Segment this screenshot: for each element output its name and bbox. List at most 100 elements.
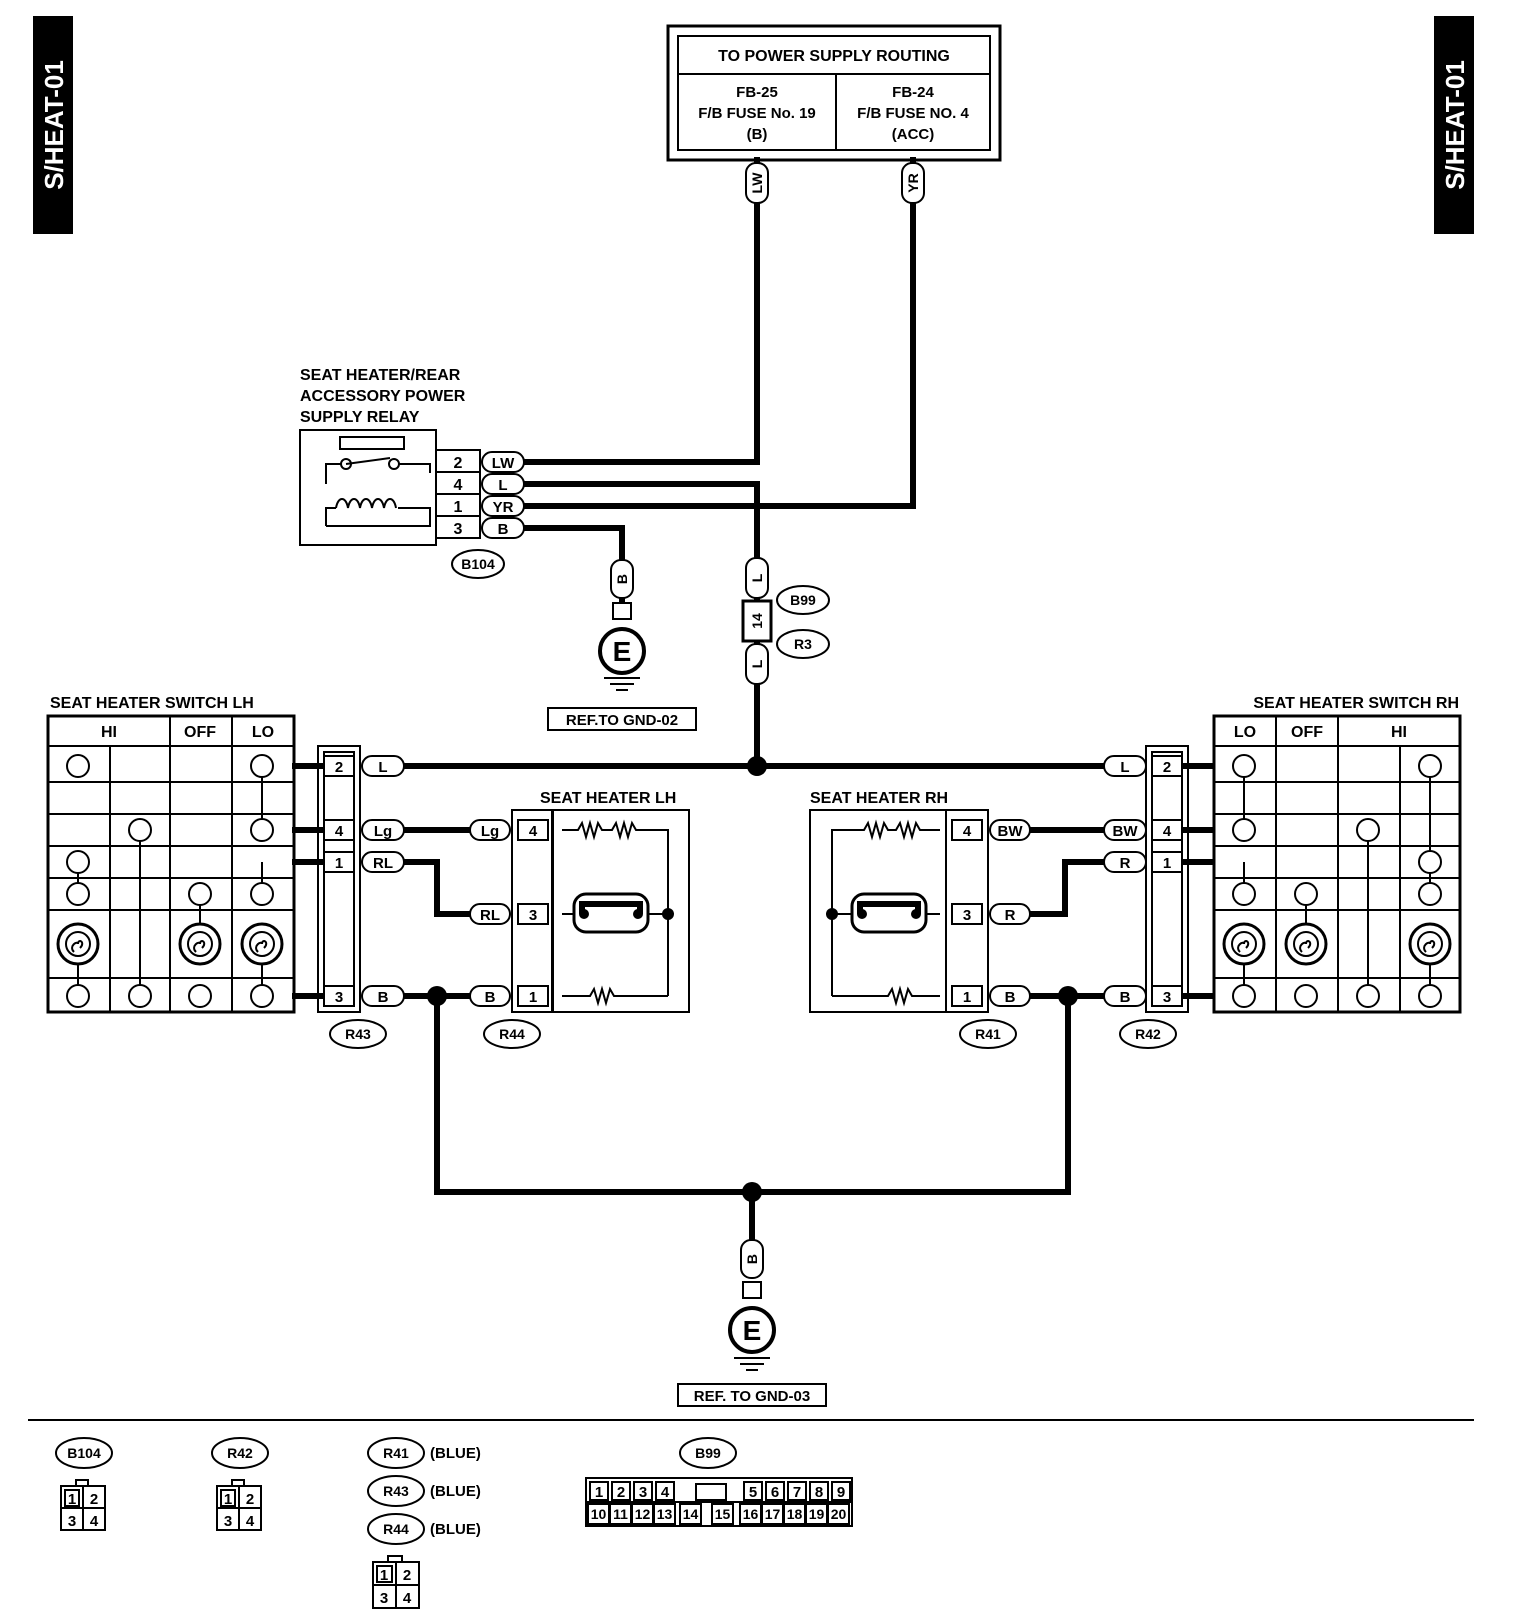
switch-lh-lamp-lo-icon xyxy=(240,922,284,966)
b99-pin-label: 8 xyxy=(815,1484,823,1501)
legend-b104: B104 1 2 3 4 xyxy=(55,1437,113,1531)
svg-text:(BLUE): (BLUE) xyxy=(430,1483,481,1500)
svg-text:B: B xyxy=(378,989,389,1006)
switch-lh-mode-lo: LO xyxy=(252,724,274,741)
svg-text:(BLUE): (BLUE) xyxy=(430,1521,481,1538)
svg-text:3: 3 xyxy=(380,1590,388,1607)
r43-pin-2: 2 xyxy=(335,759,343,776)
r44-pin-3: 3 xyxy=(529,907,537,924)
svg-text:2: 2 xyxy=(90,1491,98,1508)
b99-pin-label: 13 xyxy=(657,1506,673,1522)
fuse-right-line1: FB-24 xyxy=(892,84,934,101)
svg-text:3: 3 xyxy=(68,1513,76,1530)
svg-text:B: B xyxy=(1120,989,1131,1006)
svg-text:B104: B104 xyxy=(67,1445,101,1461)
r43-pin-3: 3 xyxy=(335,989,343,1006)
wire-rl xyxy=(397,859,478,917)
svg-text:1: 1 xyxy=(68,1491,76,1508)
ground-relay-symbol: E xyxy=(613,636,632,667)
svg-text:1: 1 xyxy=(224,1491,232,1508)
fuse-right-line2: F/B FUSE NO. 4 xyxy=(857,105,969,122)
wire-stubs-lh xyxy=(292,763,323,999)
wire-label-lw-vertical: LW xyxy=(745,162,769,204)
page-tab-right: S/HEAT-01 xyxy=(1434,16,1474,234)
relay: SEAT HEATER/REAR ACCESSORY POWER SUPPLY … xyxy=(299,367,525,579)
power-supply-title: TO POWER SUPPLY ROUTING xyxy=(718,48,950,65)
svg-text:2: 2 xyxy=(246,1491,254,1508)
junction-b-lh xyxy=(427,986,447,1006)
b99-pin-label: 15 xyxy=(715,1506,731,1522)
r44-pin-4: 4 xyxy=(529,823,538,840)
svg-text:RL: RL xyxy=(480,907,500,924)
svg-text:L: L xyxy=(1120,759,1129,776)
connector-r41: 4 3 1 BW R B R41 xyxy=(945,809,1031,1049)
inline-connector-b99: B99 xyxy=(790,592,816,608)
inline-connector-b99-r3: L 14 L B99 R3 xyxy=(741,557,830,685)
switch-rh-mode-off: OFF xyxy=(1291,724,1323,741)
r43-label: R43 xyxy=(345,1026,371,1042)
heater-rh: SEAT HEATER RH xyxy=(809,790,948,1013)
relay-wire-l: L xyxy=(498,477,507,494)
switch-rh-mode-hi: HI xyxy=(1391,724,1407,741)
legend-blue-group: R41 (BLUE) R43 (BLUE) R44 (BLUE) 1 2 3 4 xyxy=(367,1437,481,1609)
page-tab-left: S/HEAT-01 xyxy=(33,16,73,234)
svg-text:(BLUE): (BLUE) xyxy=(430,1445,481,1462)
r44-pin-1: 1 xyxy=(529,989,537,1006)
r44-label: R44 xyxy=(499,1026,525,1042)
svg-text:B99: B99 xyxy=(695,1445,721,1461)
fuse-left-line3: (B) xyxy=(747,126,768,143)
b99-pin-label: 16 xyxy=(743,1506,759,1522)
fuse-right-line3: (ACC) xyxy=(892,126,935,143)
svg-text:Lg: Lg xyxy=(481,823,499,840)
switch-lh-terminals xyxy=(66,754,274,1008)
r42-label: R42 xyxy=(1135,1026,1161,1042)
svg-text:B: B xyxy=(614,574,630,584)
svg-text:BW: BW xyxy=(998,823,1024,840)
ground-main-ref: REF. TO GND-03 xyxy=(694,1388,810,1405)
r41-pin-3: 3 xyxy=(963,907,971,924)
b99-pin-cell xyxy=(653,1503,676,1525)
r42-pin-1: 1 xyxy=(1163,855,1171,872)
b99-pin-label: 1 xyxy=(595,1484,603,1501)
svg-text:B: B xyxy=(485,989,496,1006)
svg-text:RL: RL xyxy=(373,855,393,872)
b99-pin-cell xyxy=(611,1481,631,1501)
svg-text:BW: BW xyxy=(1113,823,1139,840)
svg-text:L: L xyxy=(378,759,387,776)
page-tab-right-label: S/HEAT-01 xyxy=(1440,60,1470,190)
r42-pin-3: 3 xyxy=(1163,989,1171,1006)
relay-pin-1: 1 xyxy=(454,499,463,516)
relay-title-2: ACCESSORY POWER xyxy=(300,388,466,405)
r41-pin-4: 4 xyxy=(963,823,972,840)
b99-pin-cell xyxy=(787,1481,807,1501)
wire-yr xyxy=(522,157,916,509)
heater-lh-title: SEAT HEATER LH xyxy=(540,790,676,807)
b99-pin-label: 19 xyxy=(809,1506,825,1522)
switch-lh-mode-off: OFF xyxy=(184,724,216,741)
switch-lh-title: SEAT HEATER SWITCH LH xyxy=(50,695,254,712)
ground-main: B E REF. TO GND-03 xyxy=(677,1239,827,1407)
connector-r42: 2 4 1 3 L BW R B R42 xyxy=(1103,745,1189,1049)
svg-text:L: L xyxy=(749,659,765,668)
ground-relay: B E REF.TO GND-02 xyxy=(547,559,697,731)
r41-label: R41 xyxy=(975,1026,1001,1042)
wire-b-relay-ground xyxy=(522,525,625,613)
ground-relay-ref: REF.TO GND-02 xyxy=(566,712,678,729)
power-supply-box: TO POWER SUPPLY ROUTING FB-25 F/B FUSE N… xyxy=(666,24,1002,162)
switch-rh: SEAT HEATER SWITCH RH LO OFF HI xyxy=(1212,695,1462,1014)
b99-pin-cell xyxy=(827,1503,850,1525)
switch-rh-title: SEAT HEATER SWITCH RH xyxy=(1253,695,1459,712)
junction-b-rh xyxy=(1058,986,1078,1006)
switch-rh-lamp-lo-icon xyxy=(1222,922,1266,966)
relay-wire-b: B xyxy=(498,521,509,538)
fuse-left-line1: FB-25 xyxy=(736,84,778,101)
b99-pin-label: 17 xyxy=(765,1506,781,1522)
relay-connector-badge xyxy=(451,549,505,579)
switch-lh: SEAT HEATER SWITCH LH HI OFF LO xyxy=(46,695,296,1014)
switch-rh-terminals xyxy=(1232,754,1442,1008)
b99-pin-label: 18 xyxy=(787,1506,803,1522)
r43-pin-4: 4 xyxy=(335,823,344,840)
svg-text:Lg: Lg xyxy=(374,823,392,840)
wiring xyxy=(292,157,1215,1243)
